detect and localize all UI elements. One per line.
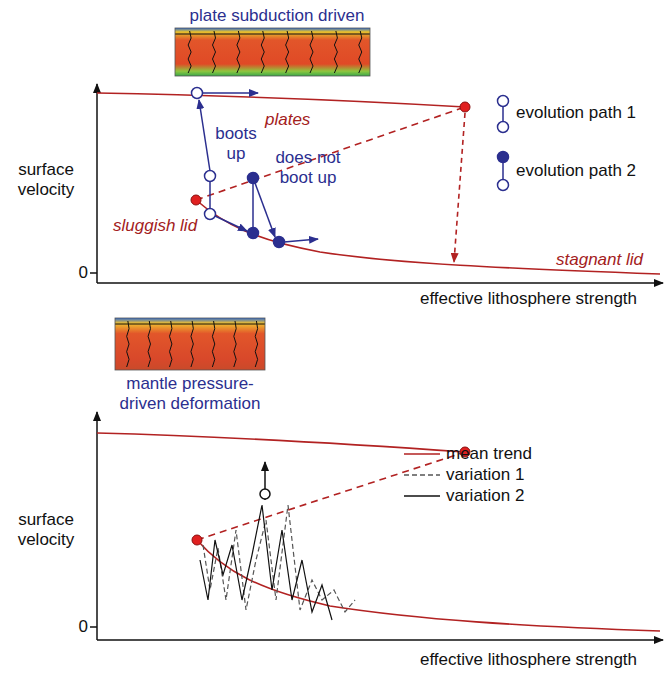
label: mantle pressure-driven deformation: [104, 374, 276, 413]
legend-swatch: [402, 444, 442, 464]
label: plates: [265, 110, 325, 130]
label: stagnant lid: [556, 250, 666, 270]
bifurcation-point: [460, 102, 470, 112]
variations: [200, 462, 355, 620]
legend-entry: variation 1: [402, 465, 602, 485]
mean-trend: [97, 433, 660, 631]
legend-text: variation 1: [446, 465, 524, 485]
legend-entry: variation 2: [402, 486, 602, 506]
label: evolution path 1: [516, 103, 656, 123]
sluggish-lid-inset: [115, 318, 265, 370]
plate-subduction-inset: [175, 28, 370, 76]
label: does not boot up: [270, 148, 346, 187]
label: evolution path 2: [516, 161, 656, 181]
legend-text: mean trend: [446, 444, 532, 464]
label: surface velocity: [6, 160, 86, 199]
legend-swatch: [402, 465, 442, 485]
label: plate subduction driven: [172, 6, 382, 26]
path-legend-symbols: [498, 96, 509, 191]
legend-swatch: [402, 486, 442, 506]
regime-curves: [97, 93, 660, 274]
label: sluggish lid: [113, 216, 223, 236]
legend-entry: mean trend: [402, 444, 602, 464]
label: 0: [74, 263, 88, 283]
bifurcation-point: [191, 195, 201, 205]
label: effective lithosphere strength: [420, 289, 665, 309]
bifurcation-point: [192, 535, 202, 545]
label: 0: [74, 617, 88, 637]
legend-text: variation 2: [446, 486, 524, 506]
label: effective lithosphere strength: [420, 650, 665, 670]
label: boots up: [214, 124, 258, 163]
axes: [90, 412, 663, 640]
label: surface velocity: [6, 510, 86, 549]
